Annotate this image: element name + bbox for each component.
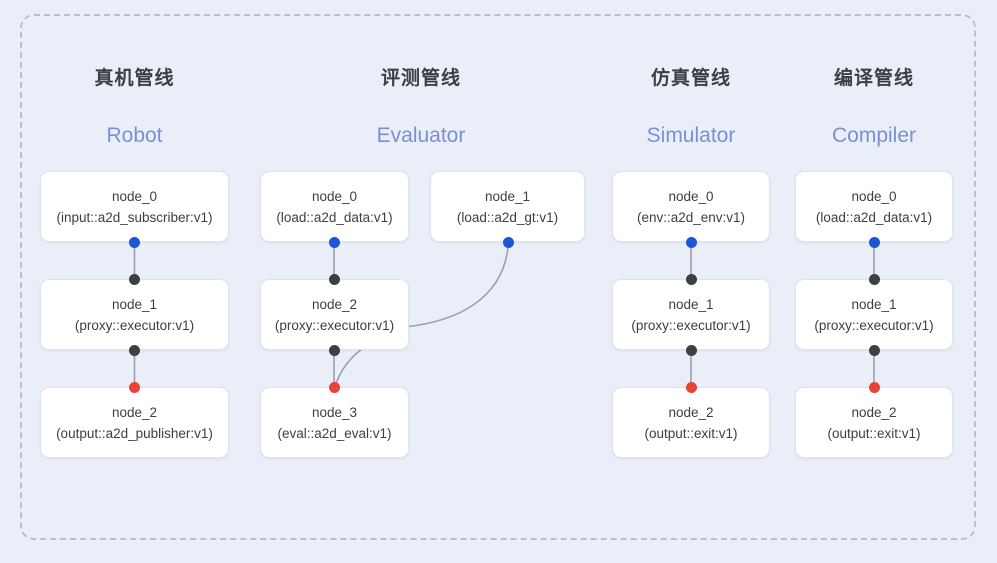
port-in-compiler-0[interactable] xyxy=(868,236,880,248)
node-evaluator-2-type: (proxy::executor:v1) xyxy=(274,317,395,333)
node-evaluator-2[interactable]: node_2 (proxy::executor:v1) xyxy=(260,279,409,350)
column-title-cn-simulator: 仿真管线 xyxy=(650,68,731,89)
port-out-simulator-2[interactable] xyxy=(685,381,697,393)
port-out-evaluator-3[interactable] xyxy=(328,381,340,393)
node-simulator-1[interactable]: node_1 (proxy::executor:v1) xyxy=(612,279,770,350)
port-out-compiler-2[interactable] xyxy=(868,381,880,393)
node-compiler-0-name: node_0 xyxy=(851,188,897,204)
node-evaluator-0[interactable]: node_0 (load::a2d_data:v1) xyxy=(260,171,409,242)
node-compiler-0[interactable]: node_0 (load::a2d_data:v1) xyxy=(795,171,953,242)
port-bottom-simulator-1[interactable] xyxy=(685,344,697,356)
node-simulator-2-name: node_2 xyxy=(668,404,714,420)
node-simulator-0-type: (env::a2d_env:v1) xyxy=(636,209,746,225)
column-title-cn-robot: 真机管线 xyxy=(94,68,175,89)
column-title-en-robot: Robot xyxy=(106,124,163,147)
node-compiler-2-type: (output::exit:v1) xyxy=(827,425,921,441)
port-bottom-evaluator-2[interactable] xyxy=(328,344,340,356)
port-in-evaluator-0[interactable] xyxy=(328,236,340,248)
port-top-compiler-1[interactable] xyxy=(868,273,880,285)
node-evaluator-2-name: node_2 xyxy=(311,296,358,312)
node-simulator-2-type: (output::exit:v1) xyxy=(644,425,738,441)
node-compiler-1-name: node_1 xyxy=(851,296,897,312)
column-title-cn-evaluator: 评测管线 xyxy=(380,68,461,89)
column-title-en-simulator: Simulator xyxy=(646,124,736,147)
node-evaluator-0-name: node_0 xyxy=(311,188,358,204)
port-bottom-robot-1[interactable] xyxy=(129,344,140,356)
port-bottom-compiler-1[interactable] xyxy=(868,344,880,356)
column-title-en-compiler: Compiler xyxy=(831,124,917,147)
node-compiler-0-type: (load::a2d_data:v1) xyxy=(815,209,933,225)
node-simulator-2[interactable]: node_2 (output::exit:v1) xyxy=(612,387,770,458)
node-evaluator-0-type: (load::a2d_data:v1) xyxy=(276,209,393,225)
node-robot-1[interactable]: node_1 (proxy::executor:v1) xyxy=(40,279,229,350)
node-robot-2-name: node_2 xyxy=(111,404,158,420)
node-compiler-1-type: (proxy::executor:v1) xyxy=(814,317,934,333)
node-simulator-1-name: node_1 xyxy=(668,296,714,312)
node-robot-0-name: node_0 xyxy=(111,188,158,204)
port-in-robot-0[interactable] xyxy=(129,236,140,248)
column-title-en-evaluator: Evaluator xyxy=(376,124,466,147)
node-evaluator-3[interactable]: node_3 (eval::a2d_eval:v1) xyxy=(260,387,409,458)
node-compiler-2[interactable]: node_2 (output::exit:v1) xyxy=(795,387,953,458)
node-compiler-2-name: node_2 xyxy=(851,404,897,420)
node-evaluator-3-name: node_3 xyxy=(311,404,358,420)
node-simulator-0-name: node_0 xyxy=(668,188,714,204)
node-evaluator-gt-name: node_1 xyxy=(484,188,531,204)
node-evaluator-gt-type: (load::a2d_gt:v1) xyxy=(456,209,559,225)
node-robot-1-name: node_1 xyxy=(111,296,158,312)
node-simulator-1-type: (proxy::executor:v1) xyxy=(631,317,751,333)
node-evaluator-3-type: (eval::a2d_eval:v1) xyxy=(277,425,392,441)
port-in-evaluator-gt[interactable] xyxy=(503,236,514,248)
port-out-robot-2[interactable] xyxy=(129,381,140,393)
pipeline-container-frame xyxy=(20,14,976,540)
node-robot-2-type: (output::a2d_publisher:v1) xyxy=(56,425,213,441)
column-title-cn-compiler: 编译管线 xyxy=(833,68,914,89)
port-top-simulator-1[interactable] xyxy=(685,273,697,285)
node-robot-1-type: (proxy::executor:v1) xyxy=(74,317,195,333)
port-top-evaluator-2[interactable] xyxy=(328,273,340,285)
node-evaluator-gt[interactable]: node_1 (load::a2d_gt:v1) xyxy=(430,171,585,242)
node-robot-0[interactable]: node_0 (input::a2d_subscriber:v1) xyxy=(40,171,229,242)
port-top-robot-1[interactable] xyxy=(129,273,140,285)
port-in-simulator-0[interactable] xyxy=(685,236,697,248)
node-robot-2[interactable]: node_2 (output::a2d_publisher:v1) xyxy=(40,387,229,458)
node-compiler-1[interactable]: node_1 (proxy::executor:v1) xyxy=(795,279,953,350)
node-robot-0-type: (input::a2d_subscriber:v1) xyxy=(56,209,213,225)
node-simulator-0[interactable]: node_0 (env::a2d_env:v1) xyxy=(612,171,770,242)
